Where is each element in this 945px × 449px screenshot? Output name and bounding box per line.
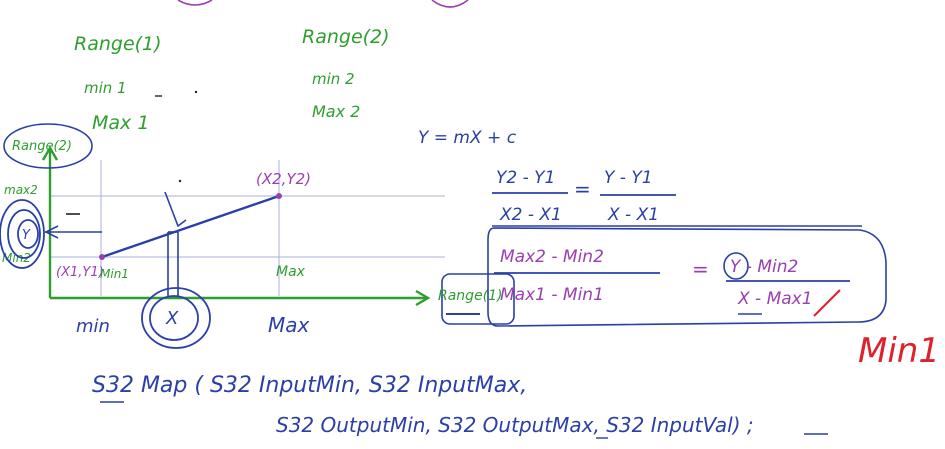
- circle-output-outer: [0, 199, 45, 269]
- lhs-numerator: Y2 - Y1: [496, 168, 555, 188]
- y-max-label: max2: [4, 183, 38, 197]
- equation-box: [487, 227, 887, 327]
- circle-input-outer: [141, 287, 211, 349]
- pointer-arrow: [164, 191, 187, 228]
- sub-lhs-denominator: Max1 - Min1: [500, 285, 604, 305]
- circle-input-inner: [149, 295, 199, 341]
- x-axis-label: Range(1): [438, 288, 503, 304]
- code-line-1: S32 Map ( S32 InputMin, S32 InputMax,: [92, 373, 527, 398]
- strike-mark: [813, 289, 841, 317]
- point1-marker: [99, 254, 105, 260]
- dot-mark: [194, 90, 198, 94]
- range2-title: Range(2): [302, 26, 390, 48]
- code-line-2: S32 OutputMin, S32 OutputMax, S32 InputV…: [276, 413, 754, 437]
- equals-sign: =: [574, 177, 591, 201]
- range1-max: Max 1: [92, 112, 149, 134]
- circle-output-inner: [17, 219, 39, 249]
- equals-sign-2: =: [692, 257, 709, 281]
- sub-rhs-numerator: Y - Min2: [730, 257, 798, 277]
- x-input-label: X: [165, 308, 179, 329]
- range2-max: Max 2: [312, 102, 360, 121]
- dot-mark: [178, 179, 182, 183]
- x-axis-arrow: [415, 289, 431, 307]
- point2-marker: [276, 193, 282, 199]
- mapping-line: [101, 194, 280, 259]
- purple-scribble: [431, 0, 469, 8]
- point2-max-label: Max: [276, 264, 306, 280]
- sub-rhs-denominator: X - Max1: [737, 289, 813, 309]
- rhs-numerator: Y - Y1: [604, 168, 653, 188]
- circle-y: [723, 252, 749, 280]
- purple-scribble: [177, 0, 213, 6]
- point1-min-label: Min1: [100, 267, 129, 281]
- red-min-label: Min1: [858, 331, 940, 371]
- circle-output-mid: [7, 209, 41, 259]
- range1-title: Range(1): [74, 33, 162, 55]
- x-max-label: Max: [268, 313, 310, 337]
- x-min-label: min: [76, 316, 110, 337]
- range1-min: min 1: [84, 79, 127, 97]
- lhs-denominator: X2 - X1: [499, 205, 562, 225]
- box-range1: [441, 273, 515, 325]
- y-output-label: Y: [22, 228, 31, 243]
- y-axis-arrow: [41, 145, 59, 161]
- output-guide-arrow: [44, 225, 59, 239]
- point2-label: (X2,Y2): [256, 170, 311, 188]
- sub-lhs-numerator: Max2 - Min2: [500, 247, 604, 267]
- range2-min: min 2: [312, 70, 355, 88]
- circle-range2: [3, 123, 93, 169]
- y-axis-label: Range(2): [12, 139, 72, 154]
- rhs-denominator: X - X1: [607, 205, 659, 225]
- line-equation: Y = mX + c: [418, 128, 517, 148]
- point1-label: (X1,Y1): [56, 265, 104, 280]
